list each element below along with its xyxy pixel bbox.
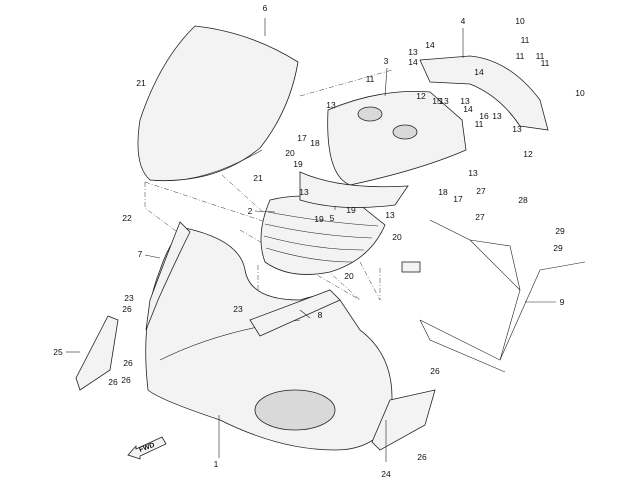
callout-14: 14 xyxy=(474,67,484,77)
callout-11: 11 xyxy=(536,51,545,61)
windscreen xyxy=(137,25,299,181)
callout-2: 2 xyxy=(248,206,253,216)
callout-3: 3 xyxy=(384,56,389,66)
callout-15: 15 xyxy=(432,96,442,106)
left-panel xyxy=(75,315,119,391)
windscreen-edge-line xyxy=(149,149,263,182)
callout-14: 14 xyxy=(463,104,473,114)
callout-13: 13 xyxy=(299,187,309,197)
grille-slats xyxy=(263,211,379,263)
callout-21: 21 xyxy=(253,173,263,183)
callout-26: 26 xyxy=(121,375,131,385)
callout-13: 13 xyxy=(385,210,395,220)
front-cover xyxy=(145,227,393,451)
callout-14: 14 xyxy=(425,40,435,50)
callout-16: 16 xyxy=(479,111,489,121)
callout-7: 7 xyxy=(138,249,143,259)
callout-12: 12 xyxy=(416,91,426,101)
callout-20: 20 xyxy=(344,271,354,281)
callout-21: 21 xyxy=(136,78,146,88)
callout-27: 27 xyxy=(476,186,486,196)
callout-11: 11 xyxy=(475,119,484,129)
frame-bracket xyxy=(401,219,586,373)
callout-11: 11 xyxy=(541,58,550,68)
callout-26: 26 xyxy=(417,452,427,462)
callout-29: 29 xyxy=(555,226,565,236)
callout-11: 11 xyxy=(521,35,530,45)
callout-25: 25 xyxy=(53,347,63,357)
callout-13: 13 xyxy=(468,168,478,178)
callout-19: 19 xyxy=(293,159,303,169)
callout-13: 13 xyxy=(326,100,336,110)
callout-8: 8 xyxy=(318,310,323,320)
leader-lines xyxy=(66,18,556,462)
callout-9: 9 xyxy=(560,297,565,307)
callout-22: 22 xyxy=(122,213,132,223)
callout-19: 19 xyxy=(346,205,356,215)
callout-10: 10 xyxy=(515,16,525,26)
side-trim xyxy=(145,221,191,331)
callout-26: 26 xyxy=(108,377,118,387)
callout-12: 12 xyxy=(523,149,533,159)
right-panel xyxy=(371,389,436,451)
callout-17: 17 xyxy=(453,194,463,204)
callout-13: 13 xyxy=(408,47,418,57)
callout-29: 29 xyxy=(553,243,563,253)
callout-18: 18 xyxy=(438,187,448,197)
callout-20: 20 xyxy=(285,148,295,158)
side-molding xyxy=(249,289,341,337)
callout-26: 26 xyxy=(430,366,440,376)
callout-11: 11 xyxy=(516,51,525,61)
callout-13: 13 xyxy=(492,111,502,121)
callout-19: 19 xyxy=(314,214,324,224)
callout-13: 13 xyxy=(512,124,522,134)
callout-6: 6 xyxy=(263,3,268,13)
meter-bracket xyxy=(419,55,549,131)
callout-1: 1 xyxy=(214,459,219,469)
callout-28: 28 xyxy=(518,195,528,205)
lower-garnish xyxy=(299,171,409,208)
callout-4: 4 xyxy=(461,16,466,26)
front-cover-headlight-recess xyxy=(254,389,336,431)
forward-direction-arrow: FWD xyxy=(127,436,167,460)
callout-13: 13 xyxy=(460,96,470,106)
frame-bracket-mount xyxy=(401,261,421,273)
callout-18: 18 xyxy=(310,138,320,148)
callout-27: 27 xyxy=(475,212,485,222)
callout-13: 13 xyxy=(439,96,449,106)
callout-26: 26 xyxy=(123,358,133,368)
callout-14: 14 xyxy=(408,57,418,67)
callout-26: 26 xyxy=(122,304,132,314)
callout-23: 23 xyxy=(124,293,134,303)
callout-11: 11 xyxy=(366,74,375,84)
callout-20: 20 xyxy=(392,232,402,242)
meter-cover-opening-right xyxy=(392,124,418,140)
callout-10: 10 xyxy=(575,88,585,98)
callout-17: 17 xyxy=(297,133,307,143)
callout-23: 23 xyxy=(233,304,243,314)
callout-5: 5 xyxy=(330,213,335,223)
meter-cover-opening-left xyxy=(357,106,383,122)
callout-24: 24 xyxy=(381,469,391,479)
